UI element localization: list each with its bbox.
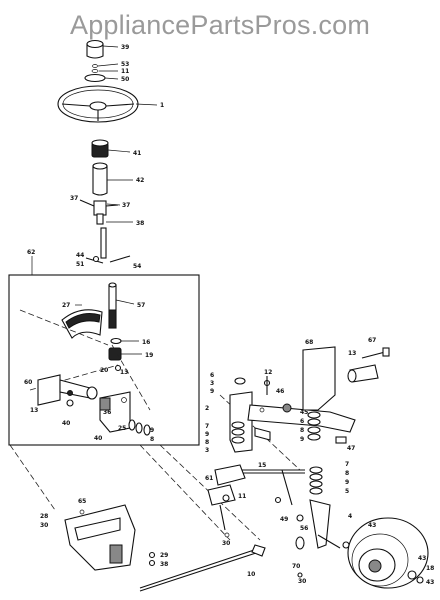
callout-7: 7	[205, 423, 209, 430]
callout-38: 38	[136, 220, 144, 227]
callout-29: 29	[160, 552, 168, 559]
callout-62: 62	[27, 249, 35, 256]
callout-40: 40	[94, 435, 102, 442]
callout-28: 28	[40, 513, 48, 520]
steering-shaft	[108, 282, 117, 329]
callout-56: 56	[300, 525, 308, 532]
callout-8: 8	[300, 427, 304, 434]
callout-43: 43	[426, 579, 434, 586]
callout-6: 6	[210, 372, 214, 379]
right-spindle-stack	[307, 411, 347, 495]
callout-50: 50	[121, 76, 129, 83]
inset-guide-lines	[19, 309, 151, 411]
axle-bracket-left	[229, 376, 271, 453]
callout-4: 4	[348, 513, 352, 520]
pivot-bracket	[37, 374, 98, 407]
callout-9: 9	[205, 431, 209, 438]
callout-5: 5	[345, 488, 349, 495]
drag-link	[214, 464, 305, 506]
callout-16: 16	[142, 339, 150, 346]
callout-51: 51	[76, 261, 84, 268]
callout-10: 10	[247, 571, 255, 578]
callout-27: 27	[62, 302, 70, 309]
left-spindle	[207, 484, 236, 538]
callout-61: 61	[205, 475, 213, 482]
steering-clamp	[79, 199, 119, 225]
callout-45: 45	[300, 409, 308, 416]
steering-sleeve	[92, 162, 108, 196]
pinion-gear	[108, 337, 122, 372]
callout-15: 15	[258, 462, 266, 469]
callout-11: 11	[121, 68, 129, 75]
leader-lines	[75, 45, 158, 355]
callout-30: 30	[222, 540, 230, 547]
callout-39: 39	[121, 44, 129, 51]
callout-numbers: 39 53 11 50 1 41 42 37 37 38 62 44 51 54…	[24, 44, 434, 586]
callout-44: 44	[76, 252, 84, 259]
callout-60: 60	[24, 379, 32, 386]
callout-70: 70	[292, 563, 300, 570]
callout-40: 40	[62, 420, 70, 427]
callout-13: 13	[120, 369, 128, 376]
callout-30: 30	[40, 522, 48, 529]
inset-assembly-box	[8, 256, 200, 446]
callout-13: 13	[30, 407, 38, 414]
callout-41: 41	[133, 150, 141, 157]
callout-9: 9	[210, 388, 214, 395]
callout-3: 3	[210, 380, 214, 387]
callout-37: 37	[70, 195, 78, 202]
axle-bracket-right	[302, 346, 390, 411]
steering-plate	[99, 391, 151, 436]
callout-7: 7	[345, 461, 349, 468]
callout-54: 54	[133, 263, 141, 270]
callout-9: 9	[300, 436, 304, 443]
callout-19: 19	[145, 352, 153, 359]
callout-36: 36	[103, 409, 111, 416]
callout-43: 43	[368, 522, 376, 529]
callout-13: 13	[348, 350, 356, 357]
callout-9: 9	[150, 427, 154, 434]
right-spindle	[295, 499, 350, 550]
front-wheel	[347, 517, 429, 589]
steering-adapter	[91, 139, 109, 158]
callout-37: 37	[122, 202, 130, 209]
callout-67: 67	[368, 337, 376, 344]
front-axle	[247, 403, 356, 441]
callout-8: 8	[150, 436, 154, 443]
callout-30: 30	[298, 578, 306, 585]
callout-8: 8	[345, 470, 349, 477]
callout-42: 42	[136, 177, 144, 184]
callout-2: 2	[205, 405, 209, 412]
callout-43: 43	[418, 555, 426, 562]
watermark-text: AppliancePartsPros.com	[69, 10, 371, 40]
steering-cap	[84, 39, 106, 83]
callout-8: 8	[205, 439, 209, 446]
tie-rod	[139, 544, 303, 592]
callout-38: 38	[160, 561, 168, 568]
callout-46: 46	[276, 388, 284, 395]
callout-11: 11	[238, 493, 246, 500]
callout-65: 65	[78, 498, 86, 505]
callout-6: 6	[300, 418, 304, 425]
callout-25: 25	[118, 425, 126, 432]
callout-1: 1	[160, 102, 164, 109]
callout-18: 18	[426, 565, 434, 572]
callout-47: 47	[347, 445, 355, 452]
sector-gear	[61, 309, 103, 339]
callout-9: 9	[345, 479, 349, 486]
callout-3: 3	[205, 447, 209, 454]
steering-wheel	[57, 85, 139, 123]
lower-steering-bracket	[64, 504, 156, 571]
callout-20: 20	[100, 367, 108, 374]
callout-12: 12	[264, 369, 272, 376]
callout-53: 53	[121, 61, 129, 68]
callout-57: 57	[137, 302, 145, 309]
callout-68: 68	[305, 339, 313, 346]
callout-49: 49	[280, 516, 288, 523]
steering-shaft-upper	[85, 227, 131, 264]
